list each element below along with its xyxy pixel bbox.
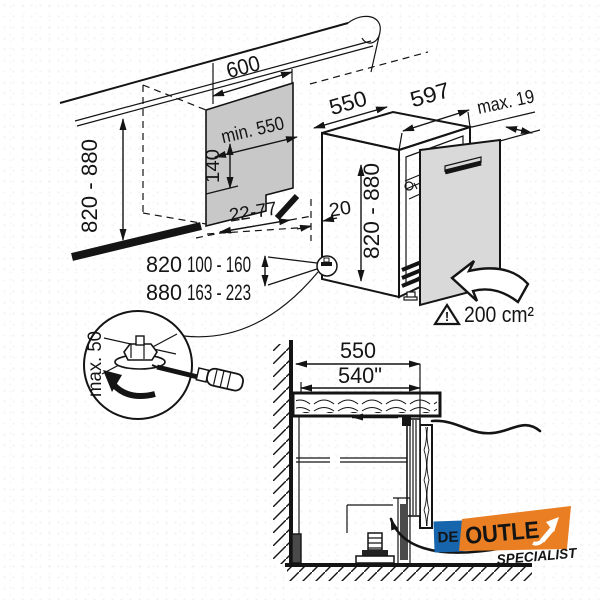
countertop-edge (59, 22, 349, 104)
appliance-width-dim (402, 109, 470, 132)
niche-outline-dashed (142, 84, 312, 241)
section-inner-label: 540" (338, 363, 382, 388)
niche-view: 600 min. 550 140 22-77 820 - 880 (59, 15, 429, 261)
niche-floor-edge-bar (274, 193, 300, 221)
rotate-arrow-icon (110, 381, 156, 399)
niche-height-label: 820 - 880 (77, 139, 102, 233)
adjust-range-leaders (267, 256, 318, 286)
appliance-height-label: 820 - 880 (359, 163, 384, 259)
floor-bar (71, 222, 202, 261)
row-820-height: 820 (146, 252, 182, 277)
side-gap-arrow-right (322, 215, 338, 223)
row-880-range: 163 - 223 (187, 280, 251, 305)
door-handle (444, 160, 482, 175)
vent-note: ! 200 cm² (433, 302, 534, 327)
logo-t-arrow-icon (532, 517, 559, 546)
door-handle-legs (444, 156, 482, 172)
bottom-clearance-extensions (195, 215, 313, 239)
foot-adjust-detail: max. 50 (83, 271, 319, 420)
appliance-view: 550 597 max. 19 20 820 - 880 (296, 77, 541, 307)
logo-name: OUTLE (464, 517, 540, 550)
screwdriver-icon (151, 364, 244, 392)
appliance-width-label: 597 (407, 77, 452, 112)
airflow-curve-top (430, 419, 542, 435)
niche-width-dim (212, 71, 293, 97)
airflow-arrow-bottom-icon (389, 517, 505, 554)
logo-de-badge (433, 520, 464, 553)
vent-area-label: 200 cm² (464, 302, 534, 327)
row-820-range: 100 - 160 (187, 252, 251, 277)
warning-triangle-icon (433, 302, 461, 326)
side-gap-label: 20 (328, 197, 353, 221)
wall-hatching (273, 344, 290, 564)
cross-section-view: 550 540" (273, 338, 542, 581)
section-depth-label: 550 (340, 338, 376, 363)
door-thickness-dim (505, 126, 533, 134)
countertop-hidden-edge (309, 51, 429, 85)
mid-shelf-lines (296, 457, 407, 463)
rotate-arrow-head (103, 370, 122, 392)
bottom-clearance-dim (219, 218, 291, 234)
insert-direction-arrow-icon (450, 260, 530, 304)
logo-prefix: DE (437, 529, 458, 547)
countertop-grain (296, 396, 437, 413)
countertop-cut-curl (347, 15, 381, 73)
wall-plinth-block (291, 533, 302, 564)
foot-max-height-label: max. 50 (85, 331, 106, 397)
detail-leader-curve (183, 271, 319, 338)
foot-section (355, 532, 395, 564)
row-880-height: 880 (146, 280, 182, 305)
logo-tagline: SPECIALIST (496, 544, 578, 567)
base-frame-lines (346, 504, 393, 533)
side-gap-arrow-left (296, 224, 312, 232)
front-foot-callout (316, 255, 338, 277)
warning-exclamation: ! (445, 309, 449, 324)
appliance-depth-dim (313, 106, 388, 129)
outlet-specialist-logo: DE OUTLE SPECIALIST (433, 506, 578, 567)
niche-step-height-label: 140 (203, 149, 224, 183)
door-thickness-extensions (471, 111, 541, 142)
mounting-table: 820 100 - 160 880 163 - 223 (146, 252, 318, 305)
floor-hatching (287, 567, 532, 581)
appliance-top-face (321, 110, 474, 152)
appliance-depth-label: 550 (326, 86, 369, 121)
door-panel-section (402, 416, 433, 529)
